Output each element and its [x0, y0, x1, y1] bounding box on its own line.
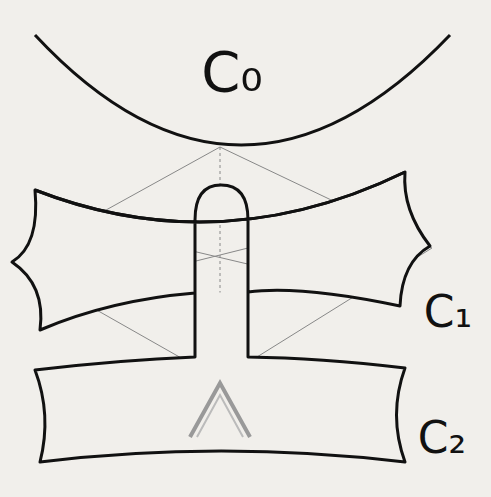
- shape-label: C₂: [418, 416, 466, 460]
- c2-shape: [35, 292, 405, 462]
- shape-label: C₀: [201, 44, 263, 100]
- inner-v-mark: [197, 395, 243, 437]
- c1-top-edge: [35, 172, 405, 222]
- shape-label: C₁: [424, 290, 472, 334]
- inner-v-mark: [190, 383, 250, 437]
- c0-arc: [35, 35, 450, 145]
